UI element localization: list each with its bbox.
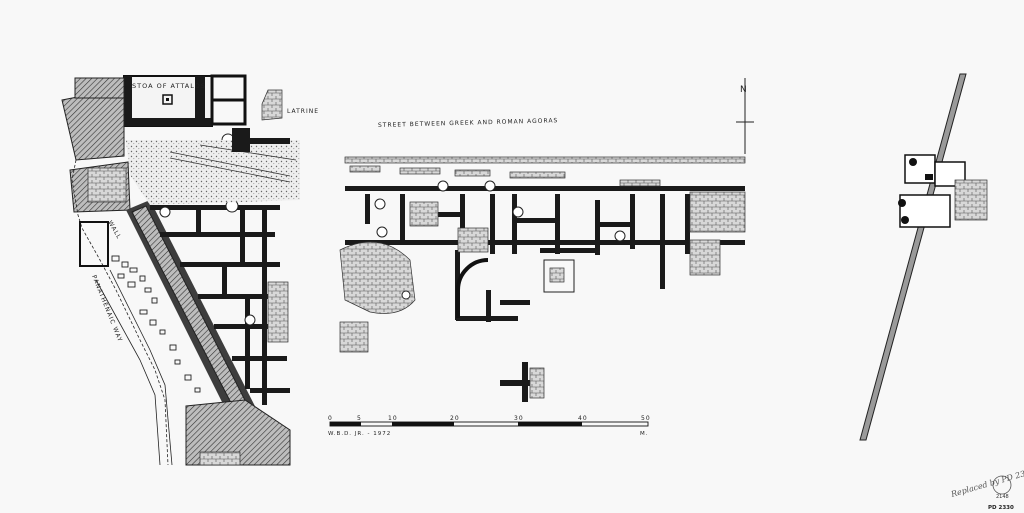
scale-tick-0: 0 (328, 415, 333, 422)
scale-credit: W.B.D. JR. - 1972 (328, 431, 391, 437)
stamp-number: 2148 (996, 494, 1009, 500)
scale-tick-50: 50 (641, 415, 651, 422)
panathenaic-label: PANATHENAIC WAY (90, 274, 123, 343)
scale-unit: M. (640, 431, 649, 437)
north-arrow (736, 78, 754, 154)
scale-bar (329, 421, 649, 427)
scale-tick-5: 5 (357, 415, 362, 422)
right-plan-section (859, 73, 988, 441)
scale-tick-30: 30 (514, 415, 524, 422)
middle-plan-section (339, 78, 754, 402)
latrine-label: LATRINE (287, 108, 319, 115)
stamp-seal (992, 475, 1012, 495)
left-plan-section (61, 74, 300, 466)
scale-tick-40: 40 (578, 415, 588, 422)
drawing-number: PD 2330 (988, 505, 1014, 511)
street-label: STREET BETWEEN GREEK AND ROMAN AGORAS (378, 117, 559, 129)
scale-tick-20: 20 (450, 415, 460, 422)
revision-note: Replaced by PD 2330 (949, 466, 1024, 499)
north-label: N (740, 85, 748, 95)
stoa-label: STOA OF ATTALOS (132, 82, 206, 90)
scale-tick-10: 10 (388, 415, 398, 422)
